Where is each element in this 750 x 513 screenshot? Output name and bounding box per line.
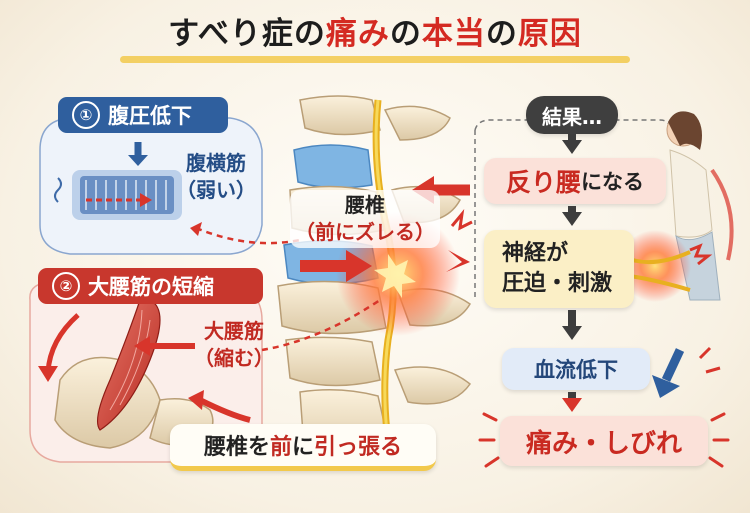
section1-title: ① 腹圧低下: [58, 97, 228, 133]
vertebra-label: 腰椎 （前にズレる）: [290, 190, 440, 248]
spark-lines: [478, 412, 730, 468]
woman-illustration: [666, 111, 734, 301]
lumbar-spine-illustration: [277, 95, 472, 471]
flow-arrow-4: [562, 398, 582, 412]
blue-down-arrow: [652, 346, 721, 398]
vertebra-shift: （前にズレる）: [295, 220, 435, 244]
abdomen-illustration: [39, 117, 263, 255]
title-underline: [120, 56, 630, 63]
section2-number: ②: [52, 272, 80, 300]
section1-label: 腹圧低下: [108, 104, 192, 128]
section1-number: ①: [72, 101, 100, 129]
muscle1-name: 腹横筋: [186, 151, 246, 175]
result-header: 結果…: [526, 96, 618, 134]
connector-dash-1: [195, 226, 301, 245]
section2-title: ② 大腰筋の短縮: [38, 268, 263, 304]
result-step-3: 血流低下: [502, 348, 650, 390]
psoas-illustration: [29, 281, 263, 463]
result-step-1: 反り腰になる: [484, 158, 666, 204]
vertebra-name: 腰椎: [345, 193, 385, 217]
muscle1-label: 腹横筋 （弱い）: [176, 150, 256, 204]
flow-arrow-3: [562, 326, 582, 340]
muscle2-label: 大腰筋 （縮む）: [188, 318, 280, 372]
pull-forward-label: 腰椎を前に引っ張る: [170, 424, 436, 471]
page-title: すべり症の痛みの本当の原因: [168, 16, 582, 52]
muscle1-state: （弱い）: [176, 178, 256, 202]
result-step-2: 神経が 圧迫・刺激: [484, 230, 634, 308]
connector-dash-2: [261, 298, 381, 352]
muscle2-name: 大腰筋: [204, 319, 264, 343]
flow-arrow-2: [562, 212, 582, 226]
flow-arrow-1: [562, 140, 582, 154]
result-step-4: 痛み・しびれ: [500, 416, 708, 466]
muscle2-state: （縮む）: [194, 346, 274, 370]
section2-label: 大腰筋の短縮: [88, 275, 214, 299]
result-step-2-line2: 圧迫・刺激: [502, 271, 613, 296]
result-step-2-line1: 神経が: [502, 241, 569, 267]
